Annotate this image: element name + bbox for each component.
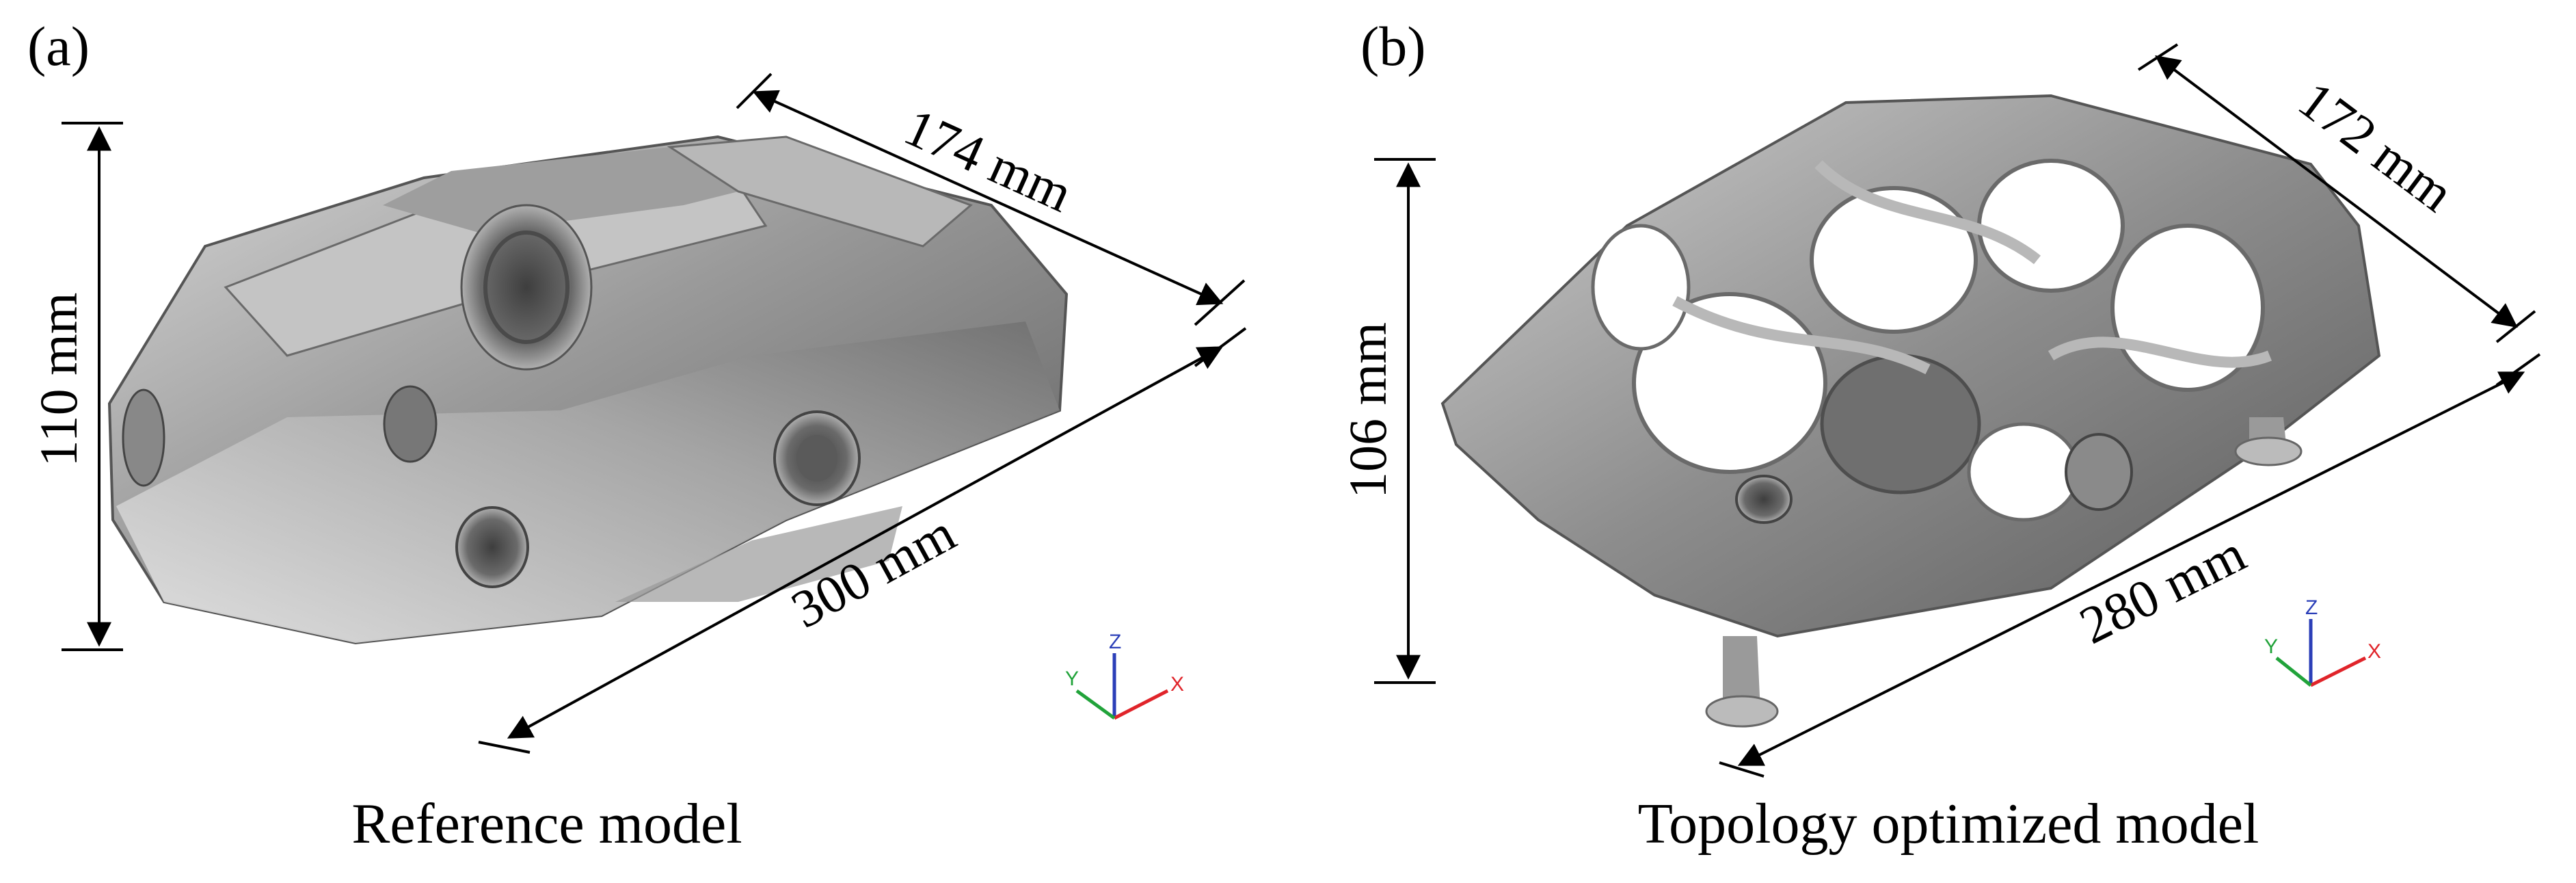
caption-b: Topology optimized model [1638, 792, 2259, 856]
axis-label-x-a: X [1170, 673, 1184, 696]
length-dimension-a [478, 327, 1247, 754]
height-dimension-b [1374, 158, 1436, 684]
optimized-model-render [1440, 94, 2381, 728]
length-dimension-b [1719, 353, 2541, 778]
height-dimension-a [62, 122, 123, 651]
axis-label-y-b: Y [2264, 635, 2278, 658]
caption-a: Reference model [351, 792, 742, 856]
axis-triad-a: Z X Y [1065, 631, 1184, 720]
panel-b: (b) 106 mm [1338, 15, 2541, 856]
height-label-a: 110 mm [29, 293, 88, 467]
depth-dimension-b [2137, 43, 2536, 343]
axis-label-y-a: Y [1065, 668, 1079, 690]
panel-a: (a) 110 mm [27, 15, 1247, 856]
axis-label-x-b: X [2367, 640, 2381, 663]
depth-dimension-a [736, 73, 1246, 326]
panel-label-b: (b) [1360, 15, 1426, 77]
axis-label-z-a: Z [1109, 631, 1121, 653]
axis-triad-b: Z X Y [2264, 596, 2381, 687]
height-label-b: 106 mm [1338, 322, 1397, 499]
panel-label-a: (a) [27, 15, 90, 77]
axis-label-z-b: Z [2305, 596, 2318, 619]
